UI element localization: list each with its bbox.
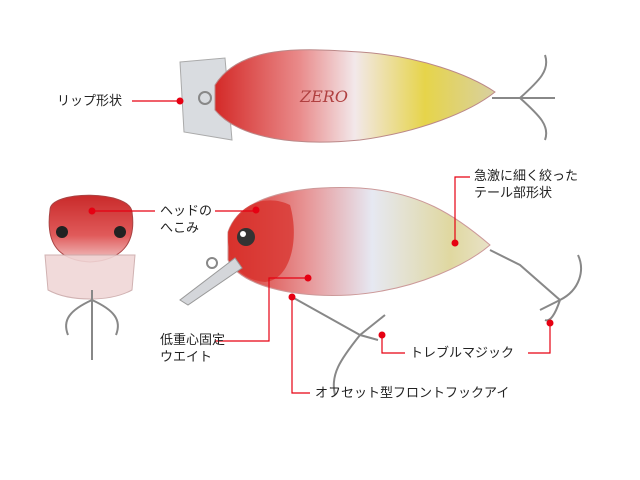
marker-dots [88,97,554,339]
leader-lines [94,100,551,394]
label-treble-magic: トレブルマジック [410,346,515,361]
label-head-dent: ヘッドの へこみ [160,203,212,237]
label-line: へこみ [160,221,200,236]
label-line: ウエイト [160,350,213,365]
front-view-lure [44,194,136,360]
side-view-lure [179,187,582,396]
label-line: ヘッドの [160,204,213,219]
label-tail-shape: 急激に細く絞った テール部形状 [474,168,578,202]
label-low-weight: 低重心固定 ウエイト [160,332,225,366]
label-line: テール部形状 [474,186,553,201]
top-view-lure: ZERO [179,49,555,143]
label-lip-shape: リップ形状 [57,94,123,109]
label-line: 低重心固定 [160,333,226,348]
body-logo: ZERO [299,87,348,106]
label-line: 急激に細く絞った [474,169,579,184]
label-offset-eye: オフセット型フロントフックアイ [315,386,510,401]
